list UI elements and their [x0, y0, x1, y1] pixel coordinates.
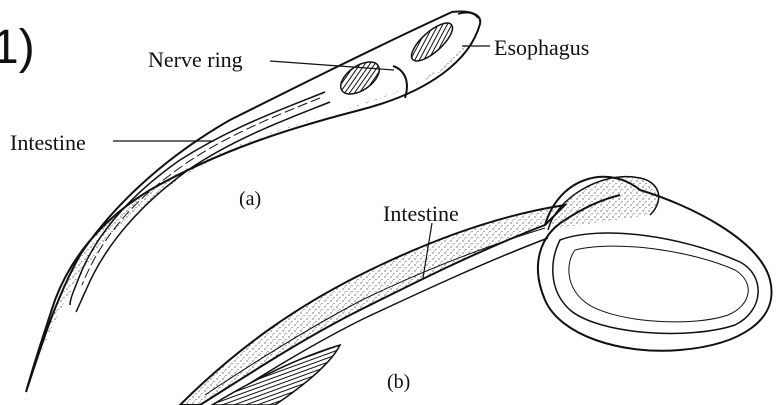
label-intestine-b: Intestine — [383, 203, 459, 225]
label-intestine-a: Intestine — [10, 132, 86, 154]
worm-b-body — [180, 205, 565, 405]
label-panel-a: (a) — [239, 189, 261, 209]
worm-b — [180, 177, 772, 405]
label-nerve-ring: Nerve ring — [148, 49, 243, 71]
figure-number-fragment: 1) — [0, 24, 35, 72]
label-esophagus: Esophagus — [494, 37, 589, 59]
label-panel-b: (b) — [387, 372, 410, 392]
